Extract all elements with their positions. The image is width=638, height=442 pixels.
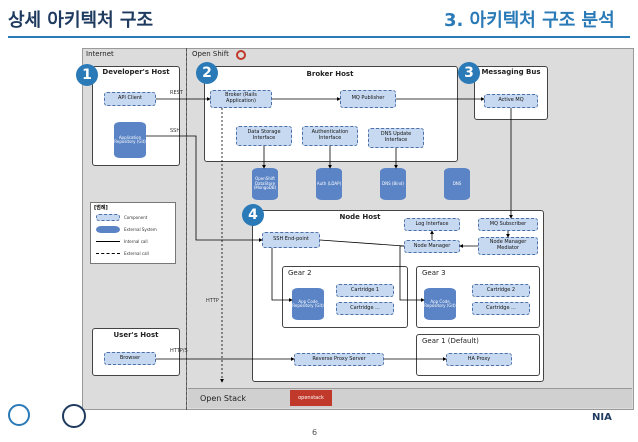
badge-4: 4	[242, 204, 264, 226]
developer-host-title: Developer's Host	[102, 68, 170, 76]
badge-2: 2	[196, 62, 218, 84]
cartridge-2: Cartridge 2	[472, 284, 530, 297]
node-manager-mediator: Node Manager Mediator	[478, 237, 538, 255]
edge-label-http: HTTP	[206, 298, 219, 304]
legend-swatch-internal	[96, 241, 120, 242]
app-repository: Application Repository (Git)	[114, 122, 146, 158]
gear-2-repo: App Code Repository (Git)	[292, 288, 324, 320]
broker-host-title: Broker Host	[306, 70, 354, 78]
zone-internet: Internet	[86, 50, 114, 58]
gear-3-title: Gear 3	[422, 269, 446, 277]
storage-datastore: OpenShift DataStore (MongoDB)	[252, 168, 278, 200]
data-storage-interface: Data Storage Interface	[236, 126, 292, 146]
legend-swatch-component	[96, 214, 120, 221]
nia-logo: NIA	[592, 412, 612, 423]
storage-auth: Auth (LDAP)	[316, 168, 342, 200]
page-number: 6	[312, 428, 318, 437]
edge-label-ssh: SSH	[170, 128, 181, 134]
storage-dns: DNS	[444, 168, 470, 200]
dns-update-interface: DNS Update Interface	[368, 128, 424, 148]
users-host-title: User's Host	[113, 331, 159, 339]
zone-openshift: Open Shift	[192, 50, 229, 58]
legend-swatch-external-call	[96, 253, 120, 254]
mq-subscriber: MQ Subscriber	[478, 218, 538, 231]
openshift-logo	[236, 50, 246, 60]
node-host-title: Node Host	[339, 213, 381, 221]
org-logo-1	[8, 404, 30, 426]
org-logo-2	[62, 404, 86, 428]
edge-label-rest: REST	[170, 90, 183, 96]
messaging-bus-title: Messaging Bus	[481, 68, 541, 76]
authentication-interface: Authentication Interface	[302, 126, 358, 146]
cartridge-1: Cartridge 1	[336, 284, 394, 297]
storage-dns-bind: DNS (Bind)	[380, 168, 406, 200]
header-rule	[8, 36, 630, 38]
badge-3: 3	[458, 62, 480, 84]
legend-swatch-external	[96, 226, 120, 233]
openstack-logo: openstack	[290, 390, 332, 406]
gear-2-title: Gear 2	[288, 269, 312, 277]
badge-1: 1	[76, 64, 98, 86]
gear-2-cartridge-more: Cartridge ...	[336, 302, 394, 315]
section-title: 3. 아키텍처 구조 분석	[444, 10, 615, 31]
active-mq: Active MQ	[484, 94, 538, 108]
legend-external-system: External System	[124, 227, 157, 232]
zone-divider	[186, 48, 187, 410]
legend-title: [범례]	[94, 205, 108, 211]
broker: Broker (Rails Application)	[210, 90, 272, 108]
legend-internal-call: Internal call	[124, 239, 148, 244]
browser: Browser	[104, 352, 156, 365]
legend-component: Component	[124, 215, 148, 220]
legend-external-call: External call	[124, 251, 149, 256]
gear-3-repo: App Code Repository (Git)	[424, 288, 456, 320]
node-manager: Node Manager	[404, 240, 460, 253]
edge-label-https: HTTP/S	[170, 348, 188, 354]
gear-3-cartridge-more: Cartridge ...	[472, 302, 530, 315]
api-client: API Client	[104, 92, 156, 106]
zone-openstack: Open Stack	[200, 394, 247, 403]
gear-1-title: Gear 1 (Default)	[422, 337, 479, 345]
page-title: 상세 아키텍처 구조	[8, 10, 154, 31]
